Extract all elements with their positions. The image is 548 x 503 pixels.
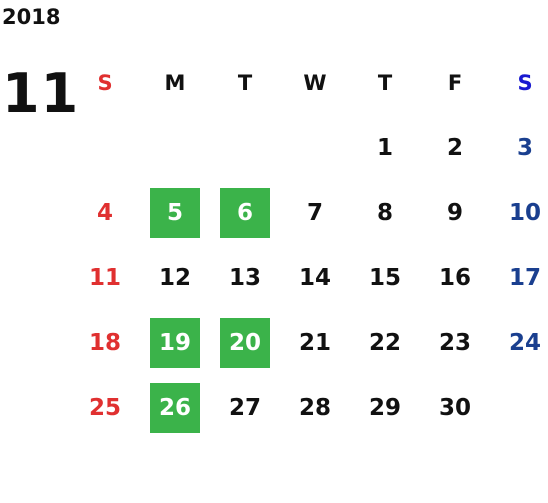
day-number: 1 bbox=[376, 134, 393, 161]
day-number: 9 bbox=[446, 199, 463, 226]
day-cell: 4 bbox=[70, 180, 140, 245]
year-label: 2018 bbox=[2, 5, 61, 29]
day-number: 24 bbox=[508, 329, 541, 356]
day-number: 22 bbox=[368, 329, 401, 356]
day-cell: 25 bbox=[70, 375, 140, 440]
day-cell: 24 bbox=[490, 310, 548, 375]
weekday-wednesday: W bbox=[303, 70, 327, 95]
day-cell: 10 bbox=[490, 180, 548, 245]
day-number: 28 bbox=[298, 394, 331, 421]
day-number: 7 bbox=[306, 199, 323, 226]
day-number: 25 bbox=[88, 394, 121, 421]
day-number: 16 bbox=[438, 264, 471, 291]
day-number: 2 bbox=[446, 134, 463, 161]
day-cell: 17 bbox=[490, 245, 548, 310]
day-cell: 30 bbox=[420, 375, 490, 440]
day-cell: 27 bbox=[210, 375, 280, 440]
day-cell: 1 bbox=[350, 115, 420, 180]
day-number: 15 bbox=[368, 264, 401, 291]
day-number: 27 bbox=[228, 394, 261, 421]
day-cell: 13 bbox=[210, 245, 280, 310]
day-number: 5 bbox=[150, 187, 200, 238]
day-cell bbox=[280, 115, 350, 180]
day-number: 13 bbox=[228, 264, 261, 291]
day-cell: 15 bbox=[350, 245, 420, 310]
day-number: 11 bbox=[88, 264, 121, 291]
day-cell bbox=[70, 115, 140, 180]
day-cell bbox=[140, 115, 210, 180]
day-number: 18 bbox=[88, 329, 121, 356]
day-cell: 23 bbox=[420, 310, 490, 375]
calendar-grid: S M T W T F S 1 2 3 4 5 6 7 8 9 10 11 bbox=[70, 50, 548, 440]
day-cell-highlighted: 26 bbox=[140, 375, 210, 440]
day-cell bbox=[490, 375, 548, 440]
weekday-saturday: S bbox=[517, 70, 533, 95]
day-cell: 8 bbox=[350, 180, 420, 245]
day-number bbox=[80, 123, 130, 173]
day-cell-highlighted: 5 bbox=[140, 180, 210, 245]
day-number bbox=[500, 383, 548, 433]
week-row-1: 1 2 3 bbox=[70, 115, 548, 180]
day-cell: 29 bbox=[350, 375, 420, 440]
day-cell: 12 bbox=[140, 245, 210, 310]
day-number: 4 bbox=[96, 199, 113, 226]
week-row-3: 11 12 13 14 15 16 17 bbox=[70, 245, 548, 310]
day-cell: 22 bbox=[350, 310, 420, 375]
day-cell bbox=[210, 115, 280, 180]
week-row-4: 18 19 20 21 22 23 24 bbox=[70, 310, 548, 375]
day-cell: 11 bbox=[70, 245, 140, 310]
day-cell: 18 bbox=[70, 310, 140, 375]
day-number: 23 bbox=[438, 329, 471, 356]
weekday-thursday: T bbox=[377, 70, 393, 95]
day-cell: 3 bbox=[490, 115, 548, 180]
month-label: 11 bbox=[2, 62, 80, 125]
day-number bbox=[290, 123, 340, 173]
weekday-monday: M bbox=[164, 70, 186, 95]
day-cell: 16 bbox=[420, 245, 490, 310]
day-number bbox=[150, 123, 200, 173]
day-number bbox=[220, 123, 270, 173]
day-number: 19 bbox=[150, 317, 200, 368]
day-cell-highlighted: 6 bbox=[210, 180, 280, 245]
day-cell: 2 bbox=[420, 115, 490, 180]
day-number: 10 bbox=[508, 199, 541, 226]
day-cell: 9 bbox=[420, 180, 490, 245]
day-number: 12 bbox=[158, 264, 191, 291]
day-cell-highlighted: 19 bbox=[140, 310, 210, 375]
weekday-friday: F bbox=[447, 70, 463, 95]
day-number: 21 bbox=[298, 329, 331, 356]
week-row-2: 4 5 6 7 8 9 10 bbox=[70, 180, 548, 245]
day-number: 6 bbox=[220, 187, 270, 238]
day-cell: 14 bbox=[280, 245, 350, 310]
day-number: 30 bbox=[438, 394, 471, 421]
weekday-tuesday: T bbox=[237, 70, 253, 95]
weekday-sunday: S bbox=[97, 70, 113, 95]
day-number: 17 bbox=[508, 264, 541, 291]
day-number: 29 bbox=[368, 394, 401, 421]
day-number: 8 bbox=[376, 199, 393, 226]
weekday-header-row: S M T W T F S bbox=[70, 50, 548, 115]
day-cell-highlighted: 20 bbox=[210, 310, 280, 375]
day-cell: 21 bbox=[280, 310, 350, 375]
day-cell: 28 bbox=[280, 375, 350, 440]
day-number: 14 bbox=[298, 264, 331, 291]
day-number: 26 bbox=[150, 382, 200, 433]
day-number: 3 bbox=[516, 134, 533, 161]
day-cell: 7 bbox=[280, 180, 350, 245]
week-row-5: 25 26 27 28 29 30 bbox=[70, 375, 548, 440]
day-number: 20 bbox=[220, 317, 270, 368]
